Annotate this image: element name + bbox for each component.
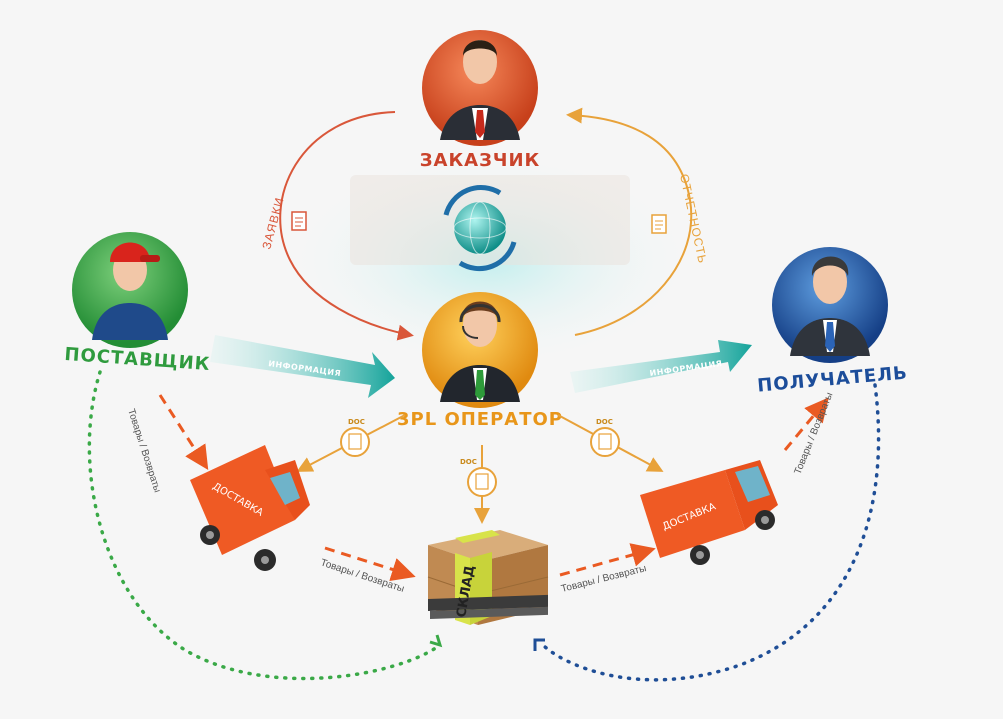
- doc-center-label: DOC: [460, 458, 477, 466]
- document-icon: [651, 214, 667, 234]
- goods-flow-truck-recipient: [783, 397, 829, 451]
- operator-node: 3PL ОПЕРАТОР: [397, 292, 563, 430]
- doc-flow-center: DOC: [460, 445, 497, 524]
- doc-icon: [340, 427, 370, 457]
- doc-right-label: DOC: [596, 418, 613, 426]
- doc-icon: [590, 427, 620, 457]
- delivery-truck-left: ДОСТАВКА: [190, 445, 310, 571]
- operator-label: 3PL ОПЕРАТОР: [397, 409, 563, 430]
- recipient-warehouse-dotted-flow: [538, 383, 881, 682]
- warehouse-crate: СКЛАД: [427, 530, 549, 625]
- customer-label: ЗАКАЗЧИК: [420, 150, 540, 171]
- doc-flow-right: DOC: [557, 414, 664, 472]
- supplier-node: ПОСТАВЩИК: [64, 232, 211, 375]
- doc-icon: [467, 467, 497, 497]
- doc-left-label: DOC: [348, 418, 365, 426]
- goods-flow-truck-warehouse: [324, 546, 416, 581]
- green-arrowhead: [429, 634, 443, 648]
- customer-node: ЗАКАЗЧИК: [420, 30, 540, 171]
- goods-returns-label-2: Товары / Возвраты: [319, 557, 406, 594]
- recipient-label: ПОЛУЧАТЕЛЬ: [756, 362, 908, 396]
- supplier-warehouse-dotted-flow: [87, 370, 442, 681]
- recipient-node: ПОЛУЧАТЕЛЬ: [756, 247, 909, 397]
- requests-arc: [279, 111, 414, 341]
- supplier-label: ПОСТАВЩИК: [64, 344, 211, 375]
- delivery-truck-right: ДОСТАВКА: [640, 460, 778, 565]
- goods-flow-supplier-truck: [158, 394, 209, 471]
- document-icon: [291, 211, 307, 231]
- blue-arrowhead: [533, 638, 545, 651]
- globe-icon: [443, 185, 517, 272]
- goods-returns-label-3: Товары / Возвраты: [560, 563, 647, 595]
- goods-returns-label-1: Товары / Возвраты: [125, 408, 162, 495]
- doc-flow-left: DOC: [296, 414, 406, 472]
- reporting-arc: [566, 107, 693, 336]
- goods-flow-warehouse-truck: [559, 543, 656, 577]
